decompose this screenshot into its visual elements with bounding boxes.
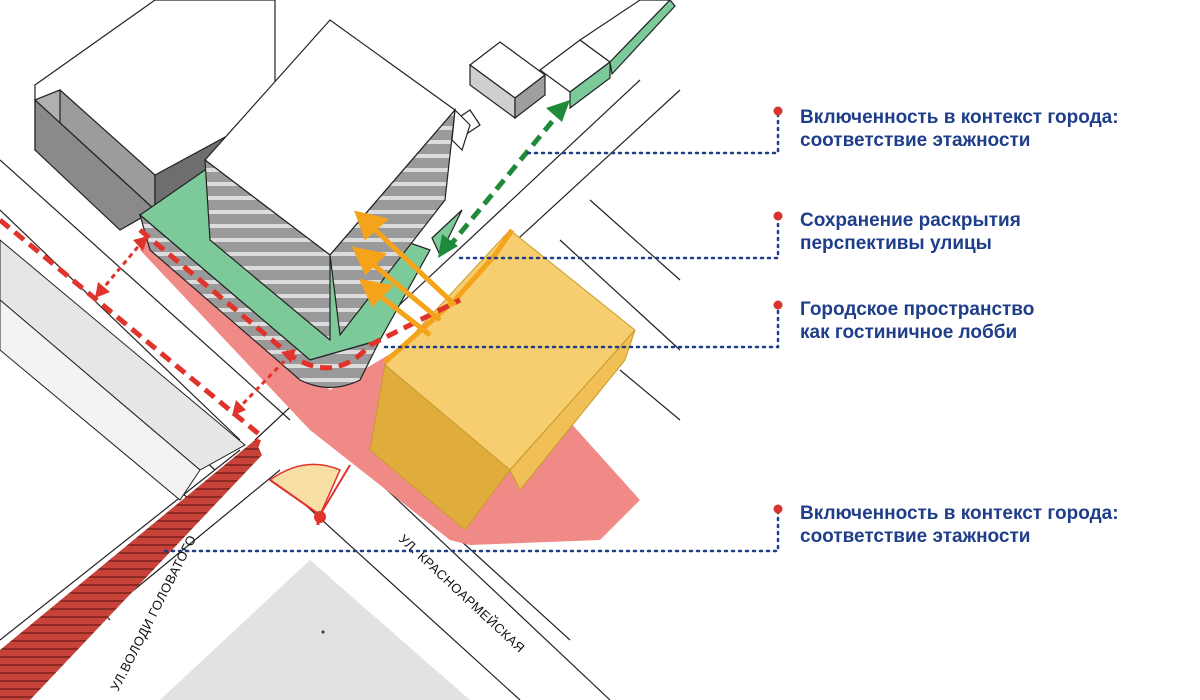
annotation-hotel-lobby: Городское пространство как гостиничное л…: [800, 298, 1180, 344]
block-marker-dot: [321, 630, 325, 634]
red-dotted-arrows: [98, 241, 320, 525]
hotel-frontage-line: [383, 228, 515, 364]
neighbour-buildings-northeast: [454, 0, 676, 136]
annotation-context-floors-1: Включенность в контекст города: соответс…: [800, 106, 1180, 152]
annotation-line: Городское пространство: [800, 299, 1035, 320]
annotation-line: Сохранение раскрытия: [800, 210, 1021, 231]
sidewalk-left-2: [0, 299, 201, 501]
annotation-street-perspective: Сохранение раскрытия перспективы улицы: [800, 209, 1180, 255]
annotation-line: Включенность в контекст города:: [800, 107, 1119, 128]
neighbour-block-south: [160, 560, 470, 700]
green-view-arrow: [438, 100, 570, 258]
annotation-line: соответствие этажности: [800, 130, 1031, 151]
hotel-block: [369, 229, 636, 531]
leader-lines: [163, 108, 780, 553]
hotel-tower: [204, 19, 471, 342]
orange-lobby-arrows: [351, 210, 457, 337]
annotation-line: как гостиничное лобби: [800, 322, 1018, 343]
red-arrowheads: [95, 236, 296, 416]
annotation-context-floors-2: Включенность в контекст города: соответс…: [800, 502, 1180, 548]
annotation-line: перспективы улицы: [800, 233, 992, 254]
annotation-line: Включенность в контекст города:: [800, 503, 1119, 524]
annotation-markers: [773, 106, 783, 514]
brick-facade: [0, 440, 262, 700]
view-point: [268, 463, 351, 523]
annotation-line: соответствие этажности: [800, 526, 1031, 547]
